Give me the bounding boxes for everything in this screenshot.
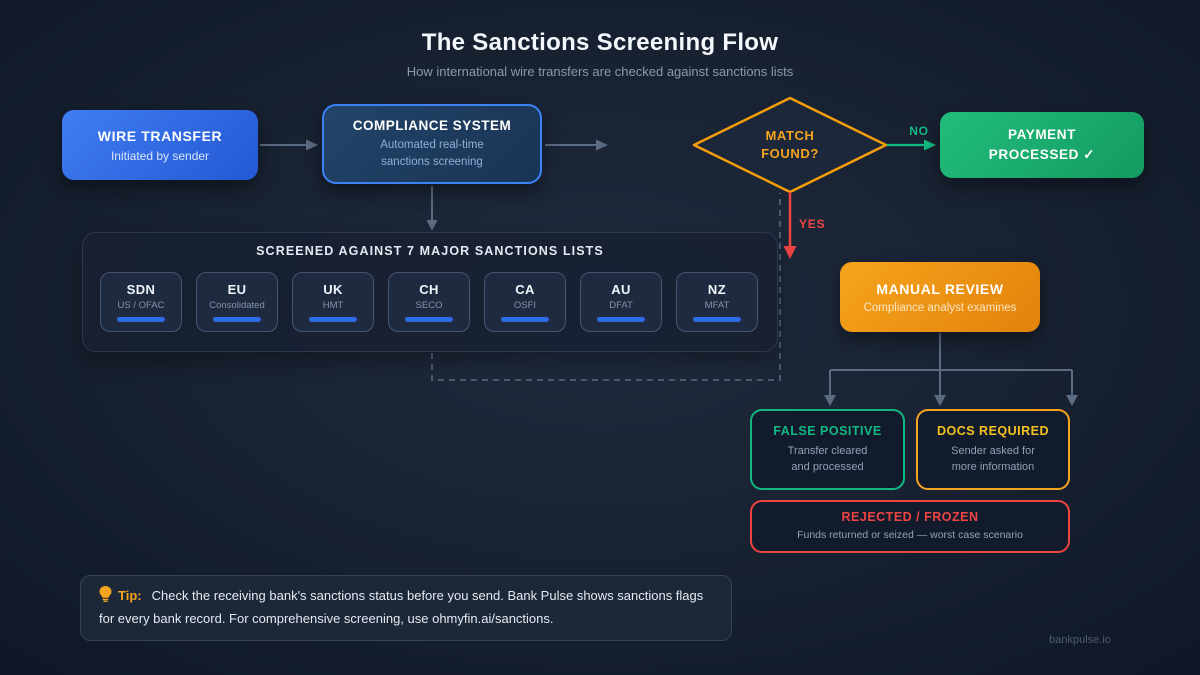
chip-code: NZ xyxy=(707,282,727,297)
sanctions-list-chip-sdn: SDN US / OFAC xyxy=(100,272,182,332)
chip-code: AU xyxy=(611,282,631,297)
node-payment-processed: PAYMENT PROCESSED ✓ xyxy=(940,112,1144,178)
node-compliance-system: COMPLIANCE SYSTEM Automated real-time sa… xyxy=(322,104,542,184)
manual-review-title: MANUAL REVIEW xyxy=(876,280,1004,297)
edge-compliance-to-lists xyxy=(426,186,438,231)
decision-line2: FOUND? xyxy=(761,146,819,161)
wire-transfer-title: WIRE TRANSFER xyxy=(97,127,223,144)
sanctions-list-chip-uk: UK HMT xyxy=(292,272,374,332)
tip-box: Tip:Check the receiving bank's sanctions… xyxy=(80,575,732,641)
chip-underline-bar xyxy=(309,317,357,322)
sanctions-lists-row: SDN US / OFAC EU Consolidated UK HMT CH … xyxy=(100,272,760,332)
chip-org: OSFI xyxy=(513,300,537,311)
rejected-subtitle: Funds returned or seized — worst case sc… xyxy=(797,528,1023,541)
edge-wire-to-compliance xyxy=(260,139,318,151)
compliance-subtitle-line1: Automated real-time xyxy=(380,138,484,151)
edge-label-yes: YES xyxy=(799,217,826,231)
tip-text: Check the receiving bank's sanctions sta… xyxy=(99,588,704,626)
sanctions-list-chip-ch: CH SECO xyxy=(388,272,470,332)
false-positive-line1: Transfer cleared xyxy=(787,444,868,457)
edge-manual-review-split xyxy=(824,333,1078,406)
node-false-positive: FALSE POSITIVE Transfer cleared and proc… xyxy=(750,409,905,490)
lightbulb-icon xyxy=(99,586,112,609)
edge-no-to-payment xyxy=(887,139,936,151)
false-positive-subtitle: Transfer cleared and processed xyxy=(788,443,868,476)
node-wire-transfer: WIRE TRANSFER Initiated by sender xyxy=(62,110,258,180)
chip-org: US / OFAC xyxy=(117,300,165,311)
page-title: The Sanctions Screening Flow xyxy=(421,29,779,56)
chip-code: EU xyxy=(227,282,247,297)
sanctions-list-chip-eu: EU Consolidated xyxy=(196,272,278,332)
decision-line1: MATCH xyxy=(765,127,815,143)
chip-code: SDN xyxy=(126,282,156,297)
chip-underline-bar xyxy=(117,317,165,322)
wire-transfer-subtitle: Initiated by sender xyxy=(110,148,210,163)
chip-underline-bar xyxy=(501,317,549,322)
decision-text: MATCH FOUND? xyxy=(761,127,819,163)
manual-review-subtitle: Compliance analyst examines xyxy=(863,301,1017,314)
node-rejected-frozen: REJECTED / FROZEN Funds returned or seiz… xyxy=(750,500,1070,553)
chip-org: MFAT xyxy=(704,300,730,311)
chip-underline-bar xyxy=(597,317,645,322)
false-positive-title: FALSE POSITIVE xyxy=(773,423,882,438)
edge-lists-to-decision-dashed xyxy=(431,193,781,381)
chip-org: SECO xyxy=(415,300,443,311)
page-subtitle: How international wire transfers are che… xyxy=(406,64,794,79)
node-manual-review: MANUAL REVIEW Compliance analyst examine… xyxy=(840,262,1040,332)
tip-label: Tip: xyxy=(118,588,142,603)
edge-yes-to-manual-review xyxy=(783,192,797,259)
rejected-title: REJECTED / FROZEN xyxy=(841,509,979,524)
sanctions-lists-title: SCREENED AGAINST 7 MAJOR SANCTIONS LISTS xyxy=(256,244,604,258)
compliance-title: COMPLIANCE SYSTEM xyxy=(352,117,512,133)
docs-required-line2: more information xyxy=(951,461,1035,473)
compliance-subtitle: Automated real-time sanctions screening xyxy=(380,137,484,170)
chip-underline-bar xyxy=(213,317,261,322)
sanctions-list-chip-nz: NZ MFAT xyxy=(676,272,758,332)
chip-org: HMT xyxy=(322,300,344,311)
payment-text: PAYMENT PROCESSED ✓ xyxy=(989,125,1095,166)
chip-code: CH xyxy=(419,282,439,297)
edge-label-no: NO xyxy=(909,124,929,138)
node-match-found-decision: MATCH FOUND? xyxy=(696,97,884,193)
chip-org: Consolidated xyxy=(209,300,265,311)
sanctions-list-chip-au: AU DFAT xyxy=(580,272,662,332)
chip-org: DFAT xyxy=(609,300,633,311)
node-docs-required: DOCS REQUIRED Sender asked for more info… xyxy=(916,409,1070,490)
edge-compliance-to-decision xyxy=(545,139,608,151)
docs-required-title: DOCS REQUIRED xyxy=(936,423,1050,438)
chip-code: CA xyxy=(515,282,535,297)
docs-required-line1: Sender asked for xyxy=(951,444,1035,457)
chip-underline-bar xyxy=(405,317,453,322)
compliance-subtitle-line2: sanctions screening xyxy=(381,155,483,168)
payment-line1: PAYMENT xyxy=(1008,126,1076,142)
chip-code: UK xyxy=(323,282,343,297)
docs-required-subtitle: Sender asked for more information xyxy=(951,443,1035,476)
payment-line2: PROCESSED ✓ xyxy=(988,147,1096,162)
false-positive-line2: and processed xyxy=(791,461,864,473)
footer-brand: bankpulse.io xyxy=(1049,634,1111,646)
chip-underline-bar xyxy=(693,317,741,322)
sanctions-list-chip-ca: CA OSFI xyxy=(484,272,566,332)
